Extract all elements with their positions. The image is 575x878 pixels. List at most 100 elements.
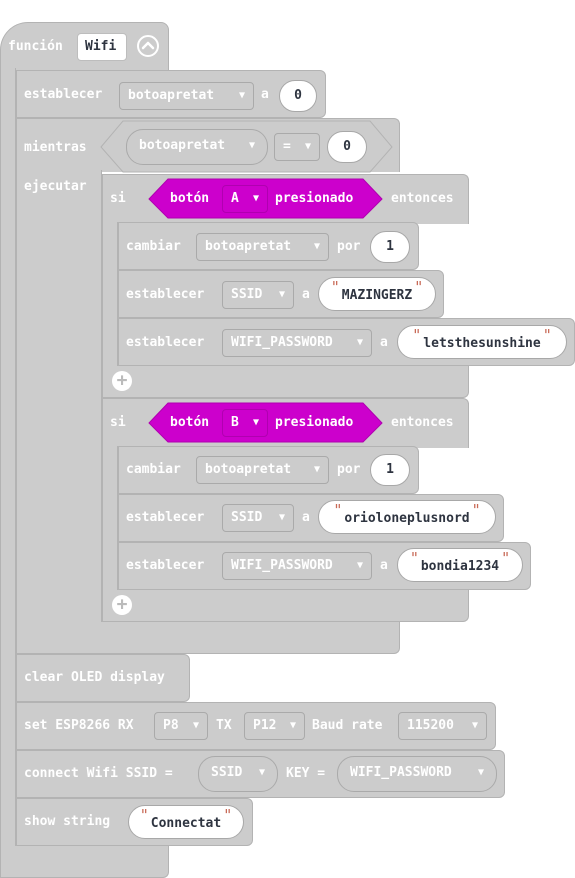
change-keyword: cambiar — [126, 462, 181, 477]
if-keyword: si — [110, 191, 126, 206]
variable-name: SSID — [231, 287, 263, 302]
set-keyword: establecer — [126, 287, 205, 302]
key-variable[interactable]: WIFI_PASSWORD ▼ — [337, 756, 497, 792]
compare-variable[interactable]: botoapretat ▼ — [126, 129, 268, 165]
rx-pin-dropdown[interactable]: P8 ▼ — [154, 712, 208, 740]
chevron-down-icon: ▼ — [238, 90, 245, 101]
ssid-name: SSID — [211, 765, 243, 780]
button-label: botón — [170, 191, 210, 206]
connect-label: connect Wifi SSID = — [24, 766, 173, 781]
chevron-down-icon: ▼ — [248, 140, 255, 151]
variable-dropdown[interactable]: botoapretat ▼ — [196, 456, 329, 484]
chevron-down-icon: ▼ — [356, 560, 363, 571]
rx-pin: P8 — [163, 718, 179, 733]
set-keyword: establecer — [126, 335, 205, 350]
while-block-spine — [16, 170, 102, 624]
quote-close: " — [501, 549, 511, 567]
variable-dropdown[interactable]: WIFI_PASSWORD ▼ — [222, 552, 372, 580]
string-input[interactable]: "orioloneplusnord" — [318, 500, 496, 534]
button-dropdown[interactable]: A ▼ — [222, 185, 268, 213]
set-keyword: establecer — [24, 87, 103, 102]
string-input[interactable]: "letsthesunshine" — [397, 325, 567, 359]
baud-rate-dropdown[interactable]: 115200 ▼ — [398, 712, 487, 740]
to-label: a — [380, 335, 388, 350]
to-label: a — [261, 87, 269, 102]
quote-close: " — [223, 806, 233, 824]
add-else-icon[interactable]: + — [112, 595, 132, 615]
variable-dropdown[interactable]: botoapretat ▼ — [196, 233, 329, 261]
clear-oled-label: clear OLED display — [24, 670, 165, 685]
chevron-down-icon: ▼ — [356, 337, 363, 348]
quote-open: " — [330, 278, 340, 296]
number-input[interactable]: 1 — [370, 231, 410, 263]
number-input[interactable]: 1 — [370, 454, 410, 486]
chevron-down-icon: ▼ — [252, 193, 259, 204]
tx-pin-dropdown[interactable]: P12 ▼ — [244, 712, 305, 740]
quote-close: " — [542, 326, 552, 344]
variable-name: WIFI_PASSWORD — [231, 335, 333, 350]
function-name-field[interactable]: Wifi — [77, 33, 127, 61]
string-value: Connectat — [150, 816, 222, 831]
baud-label: Baud rate — [312, 718, 383, 733]
compare-variable-name: botoapretat — [139, 138, 226, 153]
to-label: a — [302, 510, 310, 525]
quote-close: " — [471, 501, 481, 519]
variable-name: botoapretat — [205, 462, 292, 477]
string-value: orioloneplusnord — [344, 511, 470, 526]
show-string-label: show string — [24, 814, 111, 829]
if-b-spine — [102, 446, 118, 592]
quote-open: " — [412, 326, 422, 344]
do-keyword: ejecutar — [24, 179, 87, 194]
if-a-footer — [102, 366, 469, 398]
variable-name: SSID — [231, 510, 263, 525]
compare-value-input[interactable]: 0 — [327, 131, 367, 163]
chevron-down-icon: ▼ — [313, 464, 320, 475]
pressed-label: presionado — [275, 415, 354, 430]
function-spine — [0, 68, 16, 848]
to-label: a — [302, 287, 310, 302]
pressed-label: presionado — [275, 191, 354, 206]
number-input[interactable]: 0 — [279, 80, 317, 112]
tx-pin: P12 — [253, 718, 277, 733]
string-value: bondia1234 — [420, 559, 500, 574]
while-block-footer — [16, 622, 400, 654]
string-input[interactable]: "Connectat" — [128, 805, 244, 839]
button-letter: A — [231, 191, 239, 206]
key-label: KEY = — [286, 766, 326, 781]
ssid-variable[interactable]: SSID ▼ — [198, 756, 278, 792]
chevron-down-icon: ▼ — [313, 241, 320, 252]
chevron-up-icon[interactable] — [137, 35, 159, 57]
function-keyword: función — [8, 39, 63, 54]
string-input[interactable]: "MAZINGERZ" — [318, 277, 436, 311]
variable-dropdown[interactable]: SSID ▼ — [222, 504, 294, 532]
esp8266-label: set ESP8266 RX — [24, 718, 134, 733]
add-else-icon[interactable]: + — [112, 371, 132, 391]
string-value: MAZINGERZ — [341, 288, 413, 303]
if-a-spine — [102, 222, 118, 368]
set-keyword: establecer — [126, 558, 205, 573]
clear-oled-block[interactable] — [16, 654, 190, 702]
to-label: a — [380, 558, 388, 573]
change-keyword: cambiar — [126, 239, 181, 254]
button-dropdown[interactable]: B ▼ — [222, 409, 268, 437]
quote-open: " — [139, 806, 149, 824]
baud-rate: 115200 — [407, 718, 454, 733]
string-input[interactable]: "bondia1234" — [397, 548, 523, 582]
tx-label: TX — [216, 718, 232, 733]
variable-dropdown[interactable]: SSID ▼ — [222, 281, 294, 309]
chevron-down-icon: ▼ — [304, 141, 311, 152]
key-name: WIFI_PASSWORD — [350, 765, 452, 780]
quote-open: " — [333, 501, 343, 519]
while-keyword: mientras — [24, 140, 87, 155]
variable-dropdown[interactable]: WIFI_PASSWORD ▼ — [222, 329, 372, 357]
if-b-footer — [102, 590, 469, 622]
variable-dropdown[interactable]: botoapretat ▼ — [119, 82, 254, 110]
chevron-down-icon: ▼ — [192, 720, 199, 731]
variable-name: botoapretat — [128, 88, 215, 103]
chevron-down-icon: ▼ — [289, 720, 296, 731]
then-keyword: entonces — [391, 415, 454, 430]
chevron-down-icon: ▼ — [258, 767, 265, 778]
quote-close: " — [414, 278, 424, 296]
chevron-down-icon: ▼ — [278, 289, 285, 300]
operator-dropdown[interactable]: = ▼ — [274, 133, 320, 161]
